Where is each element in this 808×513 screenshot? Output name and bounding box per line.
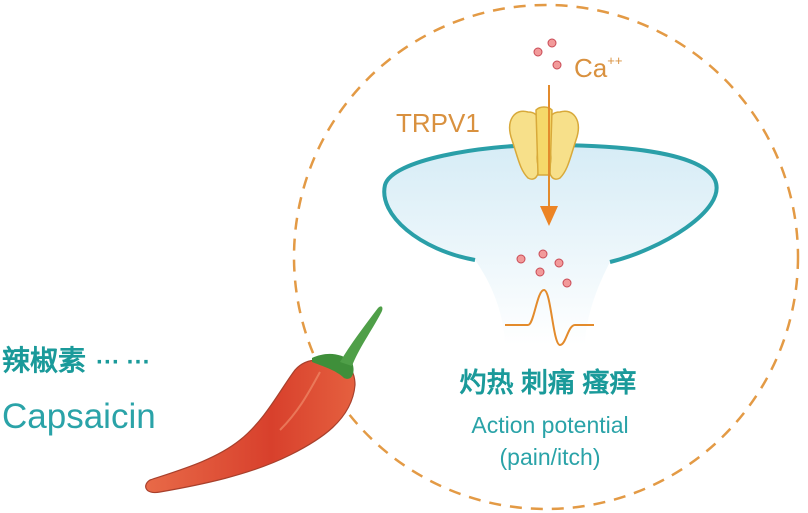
action-potential-label: Action potential bbox=[471, 412, 628, 438]
pain-itch-label: (pain/itch) bbox=[500, 444, 601, 470]
calcium-ions-inside bbox=[516, 249, 572, 288]
channel-label: TRPV1 bbox=[396, 108, 480, 138]
capsaicin-label-en: Capsaicin bbox=[2, 397, 156, 436]
chili-pepper-icon bbox=[145, 306, 383, 494]
ion-label: Ca++ bbox=[574, 53, 622, 83]
sensation-label-cn: 灼热 刺痛 瘙痒 bbox=[459, 367, 636, 398]
arrow-head-icon bbox=[540, 206, 558, 226]
calcium-ions-outside bbox=[533, 38, 562, 70]
capsaicin-label-cn: 辣椒素··· ··· bbox=[2, 344, 151, 376]
zoom-circle bbox=[292, 3, 800, 511]
cell-membrane bbox=[384, 145, 717, 345]
action-potential-wave bbox=[505, 288, 594, 347]
